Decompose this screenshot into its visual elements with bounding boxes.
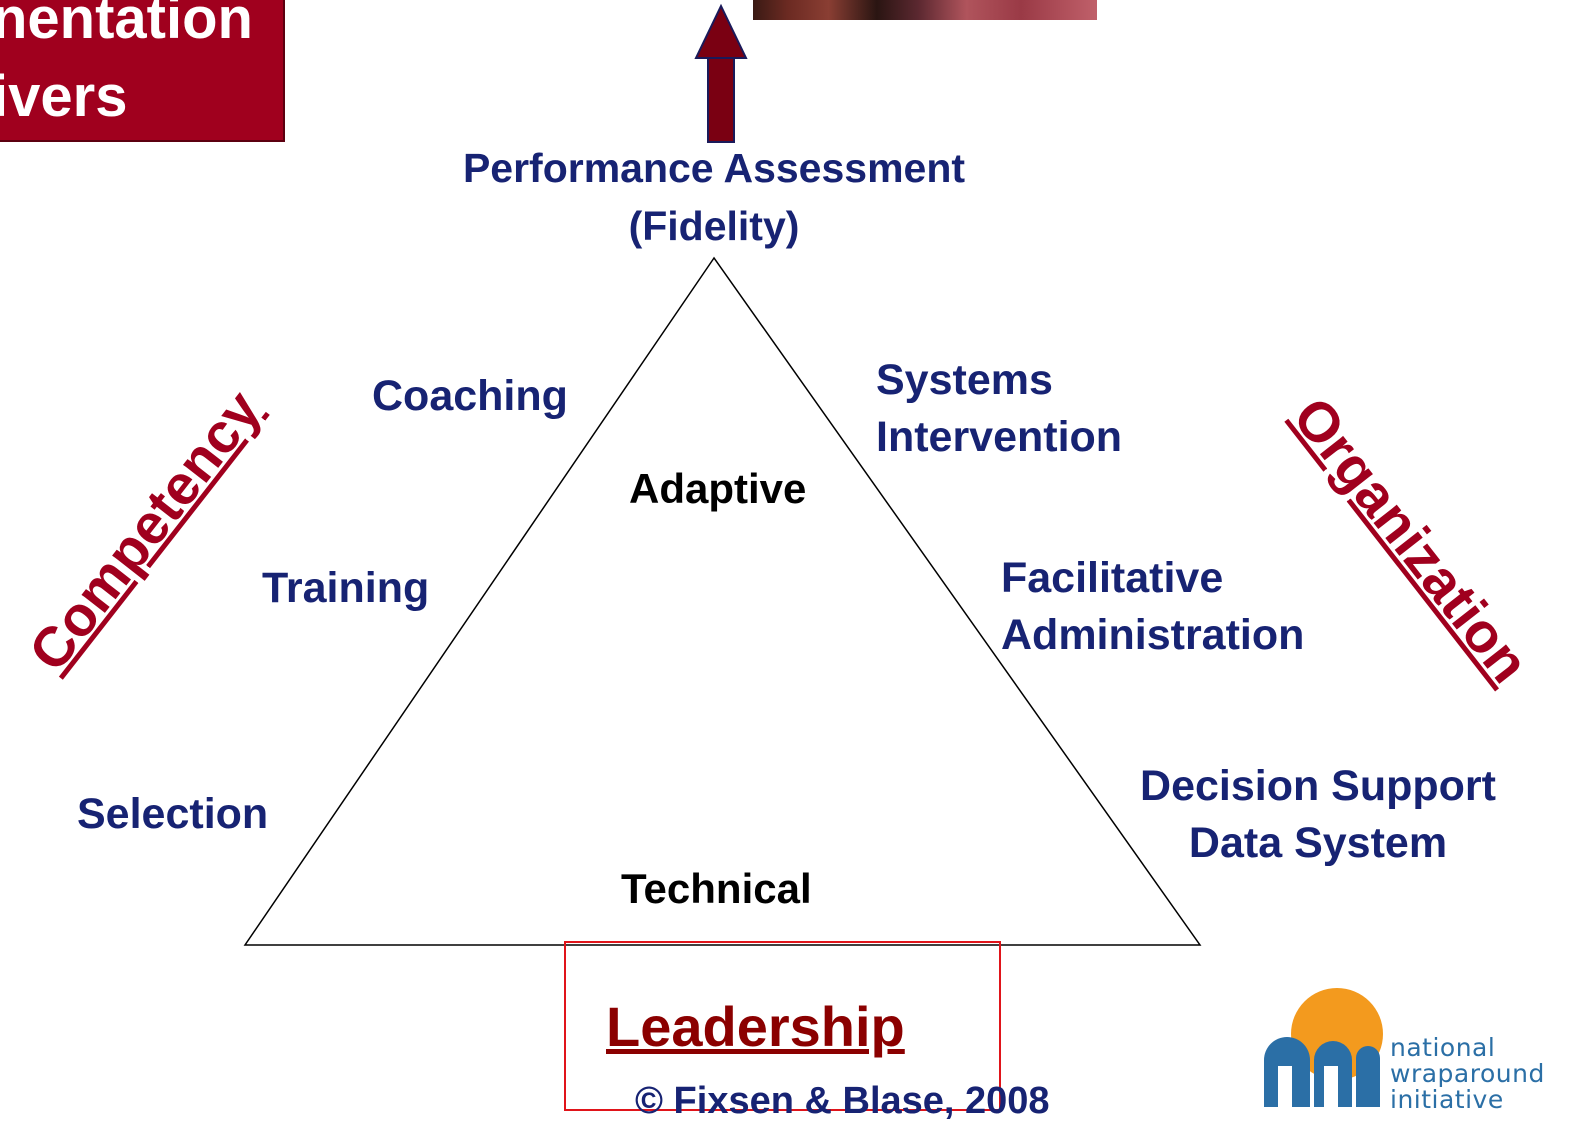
item-selection: Selection — [77, 790, 269, 838]
facilitative-line-2: Administration — [1001, 611, 1305, 659]
arrow-shaft — [707, 55, 735, 143]
logo-text-line-1: national — [1390, 1033, 1496, 1062]
systems-line-1: Systems — [876, 356, 1053, 404]
logo-text-line-3: initiative — [1390, 1085, 1504, 1114]
facilitative-line-1: Facilitative — [1001, 554, 1224, 602]
inner-technical: Technical — [621, 865, 812, 912]
item-facilitative-administration: Facilitative Administration — [1001, 550, 1304, 664]
triangle-shape — [243, 256, 1202, 946]
systems-line-2: Intervention — [876, 413, 1123, 461]
item-training: Training — [262, 564, 430, 612]
title-box: nentation ivers — [0, 0, 285, 142]
item-systems-intervention: Systems Intervention — [876, 352, 1122, 466]
nwi-logo-icon — [1264, 988, 1383, 1107]
arrow-head — [694, 3, 748, 59]
decision-line-2: Data System — [1188, 819, 1448, 867]
photo — [753, 0, 1097, 20]
item-decision-support: Decision Support Data System — [1118, 758, 1518, 872]
title-line-1: nentation — [0, 0, 253, 51]
top-label: Performance Assessment — [462, 145, 966, 191]
leadership-label: Leadership — [606, 995, 905, 1058]
top-sub-label: (Fidelity) — [628, 203, 800, 249]
item-coaching: Coaching — [372, 372, 568, 420]
inner-adaptive: Adaptive — [629, 465, 807, 512]
logo-text-line-2: wraparound — [1390, 1059, 1545, 1088]
title-line-2: ivers — [0, 64, 128, 129]
decision-line-1: Decision Support — [1140, 762, 1496, 810]
copyright-text: © Fixsen & Blase, 2008 — [635, 1080, 1050, 1122]
